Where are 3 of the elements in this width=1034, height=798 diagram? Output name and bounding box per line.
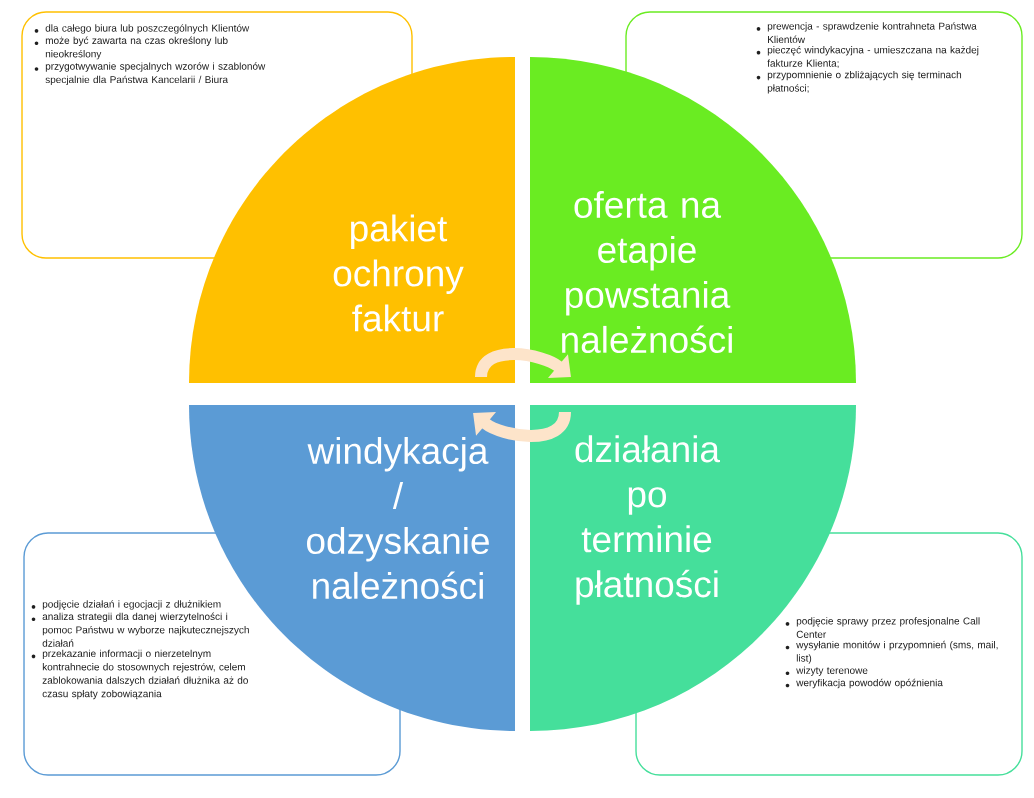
curved-arrow (473, 411, 571, 442)
bullet-text: dla całego biura lub poszczególnych Klientów (45, 24, 250, 34)
curved-arrow (475, 348, 571, 378)
